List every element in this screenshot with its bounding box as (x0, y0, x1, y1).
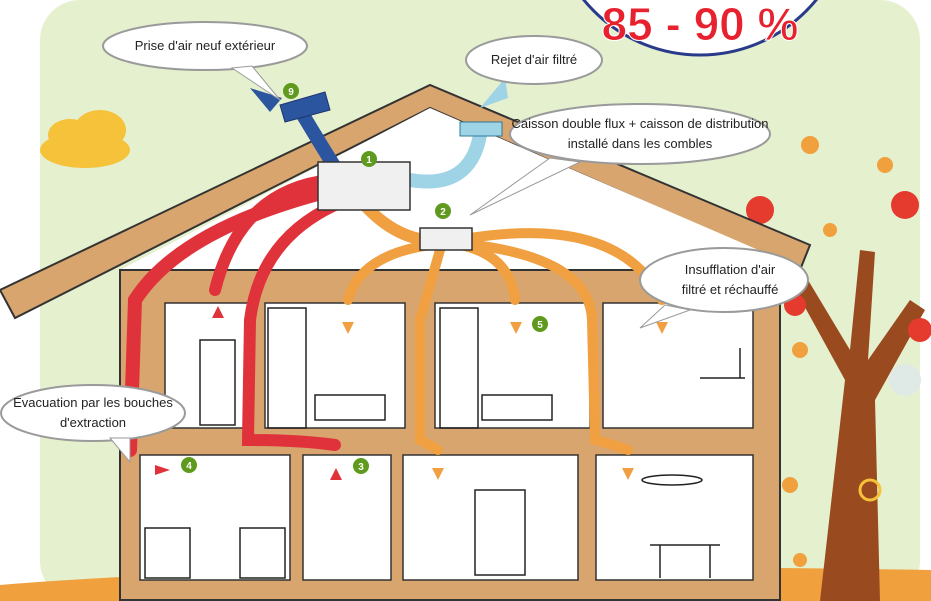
double-flow-unit (318, 162, 410, 210)
exhaust-cap (460, 122, 502, 136)
marker-3: 3 (353, 458, 369, 474)
svg-text:2: 2 (440, 207, 446, 218)
svg-text:installé dans les combles: installé dans les combles (568, 136, 713, 151)
svg-text:filtré et réchauffé: filtré et réchauffé (682, 282, 779, 297)
svg-text:3: 3 (358, 462, 364, 473)
marker-9: 9 (283, 83, 299, 99)
svg-text:4: 4 (186, 461, 192, 472)
svg-text:5: 5 (537, 320, 543, 331)
svg-text:1: 1 (366, 155, 372, 166)
svg-text:Prise d'air neuf extérieur: Prise d'air neuf extérieur (135, 38, 276, 53)
svg-text:Insufflation d'air: Insufflation d'air (685, 262, 776, 277)
distribution-box (420, 228, 472, 250)
room-kitchen (140, 455, 290, 580)
marker-1: 1 (361, 151, 377, 167)
callout-exhaust: Rejet d'air filtré (466, 36, 602, 84)
svg-text:Rejet d'air filtré: Rejet d'air filtré (491, 52, 577, 67)
efficiency-percentage: 85 - 90 % (602, 0, 799, 50)
svg-text:Evacuation par les bouches: Evacuation par les bouches (13, 395, 173, 410)
svg-text:Caisson double flux + caisson: Caisson double flux + caisson de distrib… (512, 116, 769, 131)
room-dining (596, 455, 753, 580)
room-living (403, 455, 578, 580)
marker-5: 5 (532, 316, 548, 332)
room-wc (303, 455, 391, 580)
room-bedroom-1 (265, 303, 405, 428)
room-office (603, 303, 753, 428)
room-bedroom-2 (435, 303, 590, 428)
marker-2: 2 (435, 203, 451, 219)
svg-text:d'extraction: d'extraction (60, 415, 126, 430)
marker-4: 4 (181, 457, 197, 473)
svg-text:9: 9 (288, 87, 294, 98)
